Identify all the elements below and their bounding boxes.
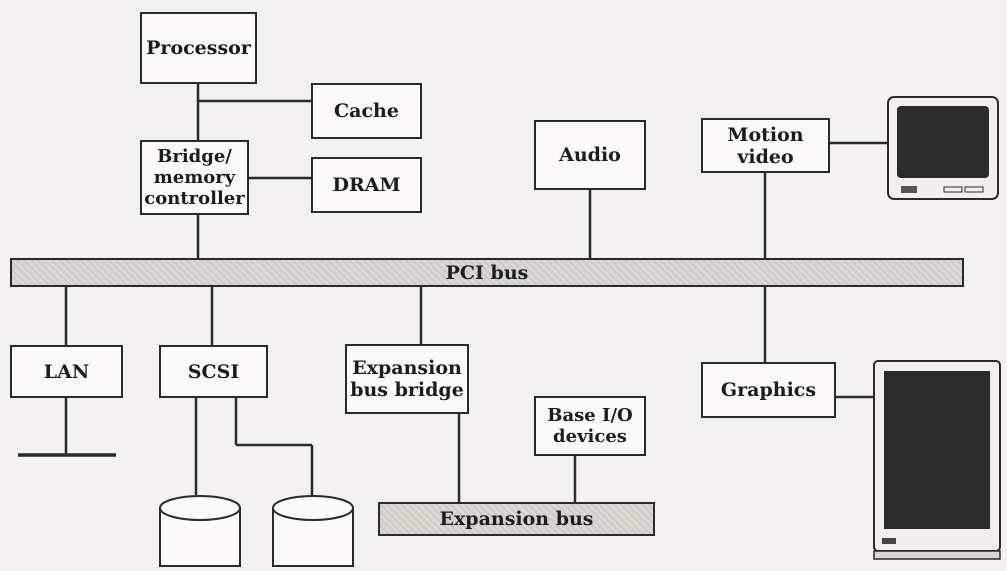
- pci-bus: PCI bus: [10, 258, 964, 287]
- motion-video-box: Motion video: [701, 118, 830, 173]
- expansion-bus: Expansion bus: [378, 502, 655, 536]
- crt-display-icon: [873, 360, 1001, 560]
- bridge-memory-controller-box: Bridge/ memory controller: [140, 140, 249, 215]
- tv-monitor-icon: [887, 96, 999, 200]
- base-io-devices-box: Base I/O devices: [534, 396, 646, 456]
- graphics-box: Graphics: [701, 362, 836, 418]
- processor-box: Processor: [140, 12, 257, 84]
- audio-box: Audio: [534, 120, 646, 190]
- dram-box: DRAM: [311, 157, 422, 213]
- expansion-bus-bridge-box: Expansion bus bridge: [345, 344, 469, 414]
- lan-box: LAN: [10, 345, 123, 398]
- disk-drive-icon: [272, 495, 354, 567]
- scsi-box: SCSI: [159, 345, 268, 398]
- disk-drive-icon: [159, 495, 241, 567]
- cache-box: Cache: [311, 83, 422, 139]
